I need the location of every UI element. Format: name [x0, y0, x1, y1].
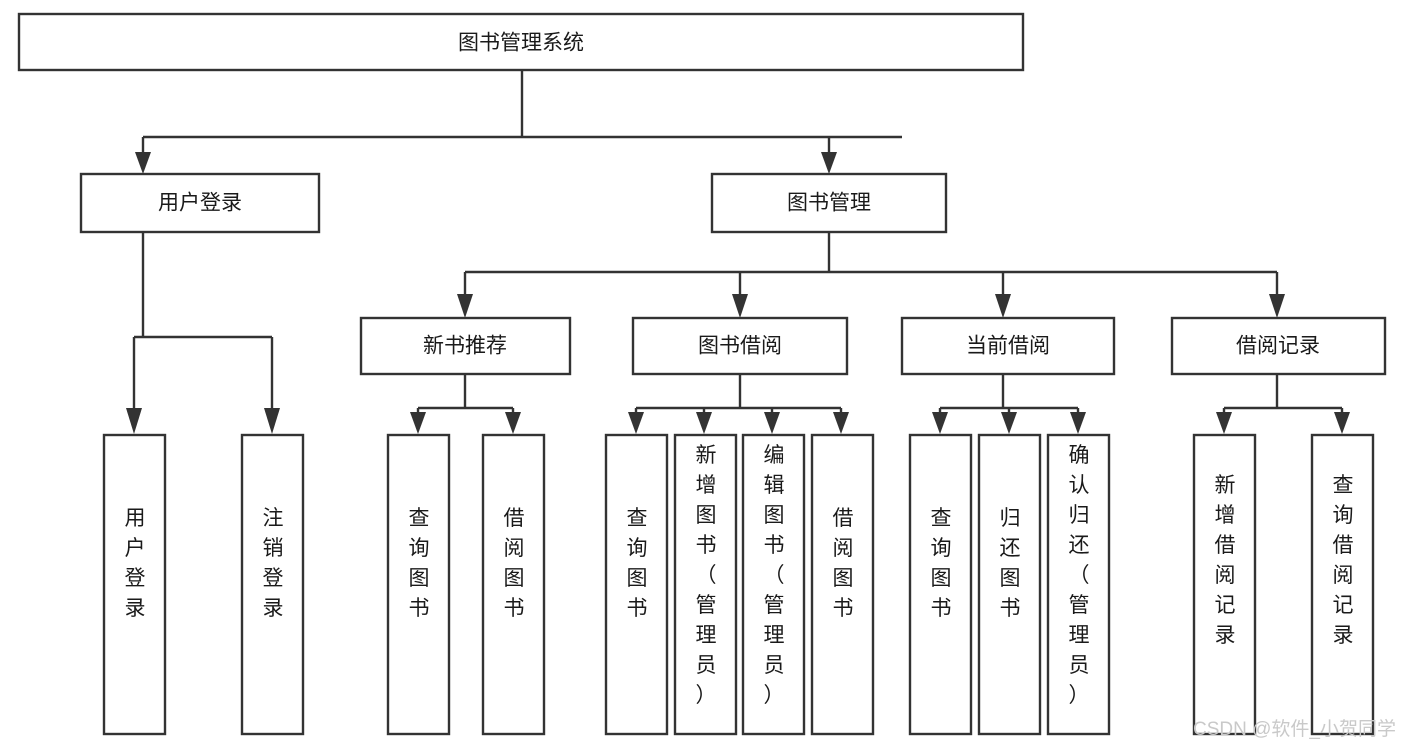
node-leaf-add-book-box[interactable] — [673, 433, 738, 736]
arrow-head-leaf-query-book-3 — [932, 412, 948, 434]
node-leaf-user-logout[interactable]: 注销登录 — [240, 433, 305, 736]
arrow-head-leaf-add-book — [696, 412, 712, 434]
node-leaf-confirm-return-box[interactable] — [1046, 433, 1111, 736]
node-leaf-add-record[interactable]: 新增借阅记录 — [1192, 433, 1257, 736]
node-user-login-box[interactable] — [79, 172, 321, 234]
node-leaf-borrow-book-1-box[interactable] — [481, 433, 546, 736]
node-leaf-confirm-return[interactable]: 确认归还（管理员） — [1046, 433, 1111, 736]
node-leaf-borrow-book-2-box[interactable] — [810, 433, 875, 736]
node-leaf-query-record-label: 查询借阅记录 — [1333, 474, 1354, 647]
node-leaf-query-book-3-box[interactable] — [908, 433, 973, 736]
arrow-head-leaf-confirm-return — [1070, 412, 1086, 434]
node-leaf-user-login-label: 用户登录 — [125, 507, 146, 620]
node-leaf-query-record-box[interactable] — [1310, 433, 1375, 736]
node-leaf-user-login-box[interactable] — [102, 433, 167, 736]
node-leaf-return-book-box[interactable] — [977, 433, 1042, 736]
node-new-book-rec[interactable]: 新书推荐 — [359, 316, 572, 376]
node-root-label: 图书管理系统 — [458, 32, 584, 55]
node-book-borrow-box[interactable] — [631, 316, 849, 376]
arrow-head-leaf-user-logout — [264, 408, 280, 434]
node-user-login-label: 用户登录 — [158, 192, 242, 215]
leaf-node-layer: 用户登录 注销登录 查询图书 借阅图书 查询图书 新增图书（管理员） — [102, 433, 1375, 736]
node-leaf-borrow-book-1[interactable]: 借阅图书 — [481, 433, 546, 736]
arrow-head-leaf-query-record — [1334, 412, 1350, 434]
node-borrow-record-label: 借阅记录 — [1236, 335, 1320, 358]
arrow-head-leaf-add-record — [1216, 412, 1232, 434]
arrow-head-leaf-query-book-2 — [628, 412, 644, 434]
node-leaf-query-book-2[interactable]: 查询图书 — [604, 433, 669, 736]
node-leaf-confirm-return-label: 确认归还（管理员） — [1069, 444, 1090, 707]
node-leaf-add-book[interactable]: 新增图书（管理员） — [673, 433, 738, 736]
node-borrow-record[interactable]: 借阅记录 — [1170, 316, 1387, 376]
node-new-book-rec-label: 新书推荐 — [423, 335, 507, 358]
arrow-head-book-borrow — [732, 294, 748, 318]
node-leaf-edit-book[interactable]: 编辑图书（管理员） — [741, 433, 806, 736]
connector-layer — [126, 70, 1350, 434]
node-borrow-record-box[interactable] — [1170, 316, 1387, 376]
node-leaf-add-record-box[interactable] — [1192, 433, 1257, 736]
arrow-head-book-manage — [821, 152, 837, 174]
node-leaf-query-book-3-label: 查询图书 — [931, 507, 952, 620]
node-leaf-add-book-label: 新增图书（管理员） — [696, 444, 717, 707]
node-book-borrow[interactable]: 图书借阅 — [631, 316, 849, 376]
node-root[interactable]: 图书管理系统 — [17, 12, 1025, 72]
node-book-manage-box[interactable] — [710, 172, 948, 234]
node-leaf-return-book-label: 归还图书 — [1000, 507, 1021, 620]
node-current-borrow[interactable]: 当前借阅 — [900, 316, 1116, 376]
node-leaf-add-record-label: 新增借阅记录 — [1215, 474, 1236, 647]
node-root-box[interactable] — [17, 12, 1025, 72]
node-leaf-user-login[interactable]: 用户登录 — [102, 433, 167, 736]
arrow-head-leaf-borrow-book-2 — [833, 412, 849, 434]
node-user-login[interactable]: 用户登录 — [79, 172, 321, 234]
arrow-head-leaf-query-book-1 — [410, 412, 426, 434]
arrow-head-current-borrow — [995, 294, 1011, 318]
csdn-watermark: CSDN @软件_小贺同学 — [1193, 718, 1396, 740]
arrow-head-leaf-return-book — [1001, 412, 1017, 434]
node-leaf-query-book-1[interactable]: 查询图书 — [386, 433, 451, 736]
node-new-book-rec-box[interactable] — [359, 316, 572, 376]
node-current-borrow-label: 当前借阅 — [966, 335, 1050, 358]
arrow-head-user-login — [135, 152, 151, 174]
node-leaf-query-book-1-box[interactable] — [386, 433, 451, 736]
node-leaf-return-book[interactable]: 归还图书 — [977, 433, 1042, 736]
arrow-head-borrow-record — [1269, 294, 1285, 318]
arrow-head-leaf-user-login — [126, 408, 142, 434]
node-leaf-user-logout-label: 注销登录 — [263, 507, 284, 620]
node-book-manage-label: 图书管理 — [787, 192, 871, 215]
arrow-head-new-book-rec — [457, 294, 473, 318]
node-leaf-borrow-book-2-label: 借阅图书 — [833, 507, 854, 620]
node-leaf-borrow-book-2[interactable]: 借阅图书 — [810, 433, 875, 736]
node-leaf-user-logout-box[interactable] — [240, 433, 305, 736]
node-leaf-query-book-2-box[interactable] — [604, 433, 669, 736]
node-leaf-borrow-book-1-label: 借阅图书 — [504, 507, 525, 620]
node-book-manage[interactable]: 图书管理 — [710, 172, 948, 234]
arrow-head-leaf-borrow-book-1 — [505, 412, 521, 434]
arrow-head-leaf-edit-book — [764, 412, 780, 434]
node-current-borrow-box[interactable] — [900, 316, 1116, 376]
node-leaf-edit-book-label: 编辑图书（管理员） — [764, 444, 785, 707]
node-leaf-query-record[interactable]: 查询借阅记录 — [1310, 433, 1375, 736]
node-leaf-query-book-1-label: 查询图书 — [409, 507, 430, 620]
node-leaf-edit-book-box[interactable] — [741, 433, 806, 736]
node-leaf-query-book-3[interactable]: 查询图书 — [908, 433, 973, 736]
node-leaf-query-book-2-label: 查询图书 — [627, 507, 648, 620]
node-book-borrow-label: 图书借阅 — [698, 335, 782, 358]
